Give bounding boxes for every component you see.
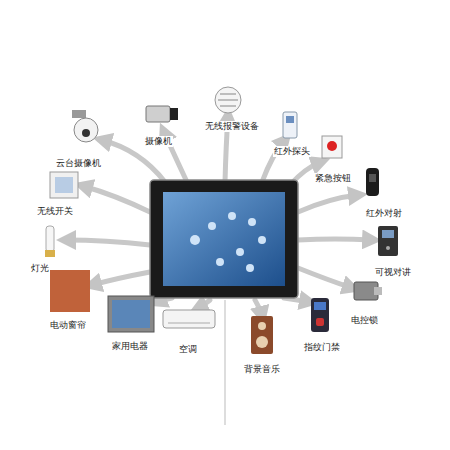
- device-label: 电控锁: [350, 315, 379, 326]
- intercom-icon: [378, 226, 398, 256]
- radial-arrows: [66, 116, 372, 316]
- curtain-icon: [50, 270, 90, 312]
- air-conditioner-icon: [163, 310, 215, 328]
- device-label: 云台摄像机: [55, 158, 102, 169]
- infrared-probe-icon: [283, 112, 297, 138]
- device-label: 红外对射: [365, 208, 403, 219]
- touch-panel: [150, 180, 298, 298]
- dome-camera-icon: [72, 110, 98, 142]
- device-label: 灯光: [30, 263, 50, 274]
- tv-icon: [108, 296, 154, 332]
- device-label: 空调: [178, 344, 198, 355]
- speaker-icon: [251, 316, 273, 354]
- electric-lock-icon: [354, 282, 382, 300]
- device-label: 可视对讲: [374, 267, 412, 278]
- device-label: 无线报警设备: [204, 121, 260, 132]
- camera-icon: [146, 106, 178, 122]
- device-label: 指纹门禁: [303, 342, 341, 353]
- device-label: 摄像机: [144, 136, 173, 147]
- device-label: 红外探头: [273, 146, 311, 157]
- device-label: 电动窗帘: [49, 320, 87, 331]
- fingerprint-access-icon: [311, 298, 329, 332]
- device-label: 家用电器: [111, 341, 149, 352]
- device-label: 紧急按钮: [314, 173, 352, 184]
- infrared-beam-icon: [366, 168, 379, 196]
- alarm-icon: [215, 87, 241, 113]
- device-label: 无线开关: [36, 206, 74, 217]
- emergency-button-icon: [322, 136, 342, 158]
- wireless-switch-icon: [50, 172, 78, 198]
- light-icon: [45, 226, 55, 257]
- device-label: 背景音乐: [243, 364, 281, 375]
- divider-line: [225, 300, 226, 425]
